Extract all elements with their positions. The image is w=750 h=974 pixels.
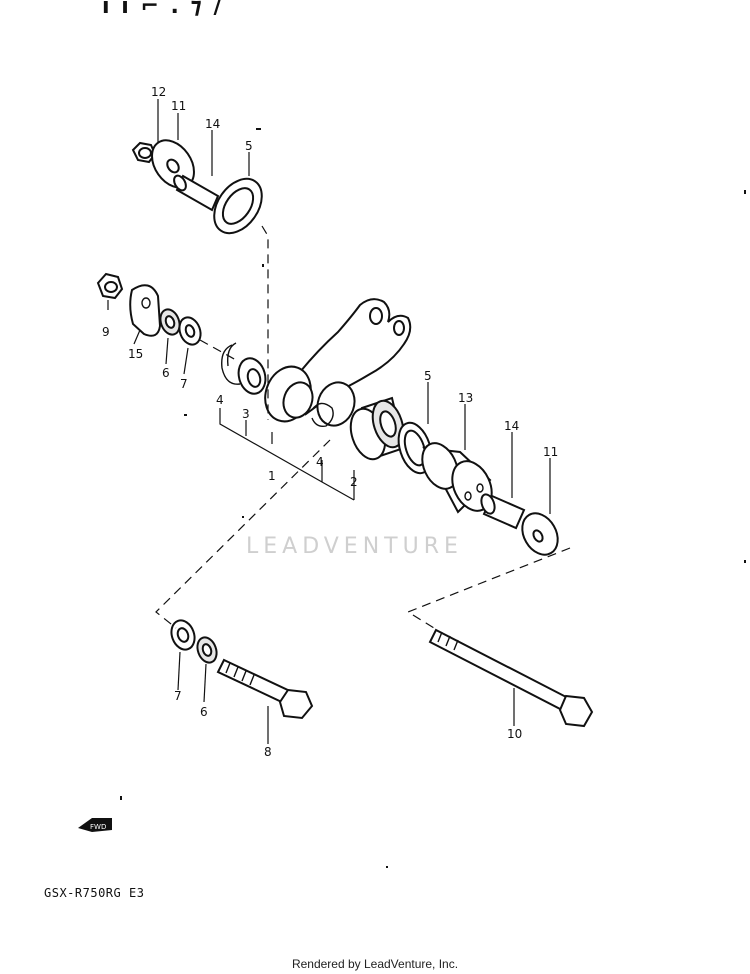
alignment-line-left xyxy=(199,339,237,361)
part-4-snap-ring-center[interactable] xyxy=(311,402,334,428)
part-9-nut[interactable] xyxy=(96,272,124,300)
callout-8: 8 xyxy=(264,745,272,759)
callout-9: 9 xyxy=(102,325,110,339)
part-7-washer-bottom[interactable] xyxy=(168,617,199,653)
callout-13: 13 xyxy=(458,391,473,405)
callout-11-right: 11 xyxy=(543,445,558,459)
part-15-plate[interactable] xyxy=(129,284,162,337)
part-8-bolt[interactable] xyxy=(216,658,314,720)
callout-14-right: 14 xyxy=(504,419,519,433)
front-arrow-label: FWD xyxy=(90,823,106,831)
alignment-line-lower-right xyxy=(406,547,571,629)
callout-2: 2 xyxy=(350,475,358,489)
alignment-line-top xyxy=(261,225,269,420)
callout-10: 10 xyxy=(507,727,522,741)
watermark-text: LEADVENTURE xyxy=(246,534,463,559)
callout-6-bottom: 6 xyxy=(200,705,208,719)
part-4-snap-ring-left[interactable] xyxy=(221,342,241,385)
part-14-pin-top[interactable] xyxy=(172,174,220,212)
callout-4-left: 4 xyxy=(216,393,224,407)
part-6-washer-left[interactable] xyxy=(157,307,183,338)
callout-11-top: 11 xyxy=(171,99,186,113)
part-3-bearing[interactable] xyxy=(235,355,269,397)
leader-lines xyxy=(107,99,551,744)
front-direction-arrow: FWD xyxy=(78,818,112,832)
part-7-washer-left[interactable] xyxy=(176,314,204,347)
part-6-washer-bottom[interactable] xyxy=(194,635,220,666)
part-5-seal-top[interactable] xyxy=(204,170,271,242)
callout-7-bottom: 7 xyxy=(174,689,182,703)
callout-5-right: 5 xyxy=(424,369,432,383)
callout-1: 1 xyxy=(268,469,276,483)
print-marks xyxy=(120,128,746,868)
bracket-lines xyxy=(219,408,355,501)
callout-6-left: 6 xyxy=(162,366,170,380)
part-11-washer-right[interactable] xyxy=(515,507,565,561)
callout-14-top: 14 xyxy=(205,117,220,131)
part-14-pin-right[interactable] xyxy=(479,493,526,530)
page-header-fragment: ı ı ⌐ . ⁊ ∕ xyxy=(102,0,224,19)
part-2-needle-bearing[interactable] xyxy=(345,396,409,464)
render-credit: Rendered by LeadVenture, Inc. xyxy=(291,957,459,971)
part-1-cushion-lever[interactable] xyxy=(258,298,412,431)
model-code: GSX-R750RG E3 xyxy=(44,886,145,900)
callout-15: 15 xyxy=(128,347,143,361)
callout-7-left: 7 xyxy=(180,377,188,391)
callout-12: 12 xyxy=(151,85,166,99)
part-10-long-bolt[interactable] xyxy=(428,628,594,728)
callout-3: 3 xyxy=(242,407,250,421)
alignment-line-lower-left xyxy=(155,439,331,629)
callout-5-top: 5 xyxy=(245,139,253,153)
callout-4-center: 4 xyxy=(316,455,324,469)
